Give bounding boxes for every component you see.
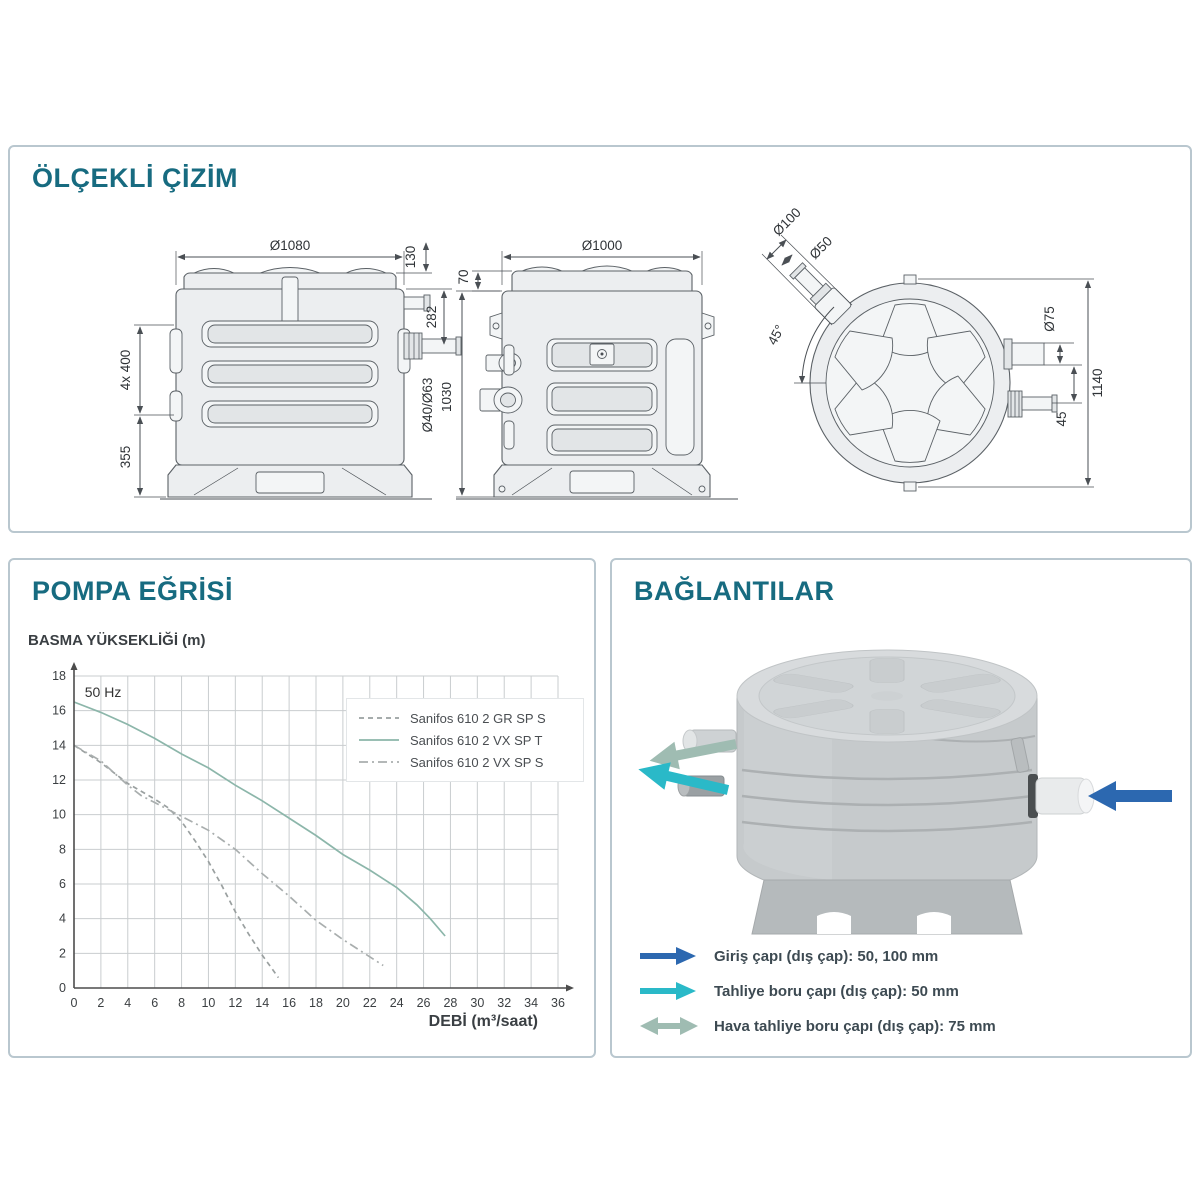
dim-1140: 1140 bbox=[1090, 368, 1105, 397]
dim-130: 130 bbox=[403, 246, 418, 269]
tank-front-view-drawing: Ø1000 70 1030 bbox=[442, 238, 738, 500]
svg-text:6: 6 bbox=[151, 996, 158, 1010]
legend-item: Sanifos 610 2 GR SP S bbox=[357, 707, 573, 729]
svg-text:32: 32 bbox=[497, 996, 511, 1010]
svg-text:36: 36 bbox=[551, 996, 565, 1010]
chart-legend: Sanifos 610 2 GR SP S Sanifos 610 2 VX S… bbox=[346, 698, 584, 782]
inlet-arrow-icon bbox=[640, 947, 696, 965]
svg-text:12: 12 bbox=[52, 773, 66, 787]
dim-355: 355 bbox=[118, 446, 133, 469]
svg-text:14: 14 bbox=[255, 996, 269, 1010]
svg-text:6: 6 bbox=[59, 877, 66, 891]
connections-panel: BAĞLANTILAR bbox=[610, 558, 1192, 1058]
svg-text:18: 18 bbox=[309, 996, 323, 1010]
dim-45-degrees: 45° bbox=[765, 322, 788, 347]
connection-item-air-vent: Hava tahliye boru çapı (dış çap): 75 mm bbox=[640, 1014, 996, 1038]
y-axis-title: BASMA YÜKSEKLİĞİ (m) bbox=[28, 632, 206, 649]
svg-text:18: 18 bbox=[52, 669, 66, 683]
air-vent-arrow-icon bbox=[640, 1017, 698, 1035]
discharge-arrow-icon bbox=[640, 982, 696, 1000]
connection-label: Tahliye boru çapı (dış çap): 50 mm bbox=[714, 982, 959, 1000]
svg-text:34: 34 bbox=[524, 996, 538, 1010]
svg-text:2: 2 bbox=[59, 946, 66, 960]
svg-text:8: 8 bbox=[178, 996, 185, 1010]
svg-text:10: 10 bbox=[52, 808, 66, 822]
legend-item: Sanifos 610 2 VX SP T bbox=[357, 729, 573, 751]
inlet-arrow bbox=[1088, 781, 1172, 811]
connection-label: Giriş çapı (dış çap): 50, 100 mm bbox=[714, 947, 939, 965]
svg-text:14: 14 bbox=[52, 738, 66, 752]
legend-item: Sanifos 610 2 VX SP S bbox=[357, 751, 573, 773]
svg-text:0: 0 bbox=[59, 981, 66, 995]
svg-text:50 Hz: 50 Hz bbox=[85, 684, 122, 700]
legend-line-sample bbox=[359, 739, 399, 741]
air-vent-arrow bbox=[649, 739, 737, 770]
svg-text:4: 4 bbox=[124, 996, 131, 1010]
connection-item-inlet: Giriş çapı (dış çap): 50, 100 mm bbox=[640, 944, 996, 968]
svg-text:26: 26 bbox=[417, 996, 431, 1010]
tank-top-view-drawing: Ø100 Ø50 45° Ø75 45 1140 bbox=[761, 205, 1105, 492]
svg-text:30: 30 bbox=[470, 996, 484, 1010]
svg-text:4: 4 bbox=[59, 912, 66, 926]
legend-line-sample bbox=[359, 717, 399, 719]
dim-diameter-100: Ø100 bbox=[770, 205, 804, 239]
legend-line-sample bbox=[359, 761, 399, 763]
connections-title: BAĞLANTILAR bbox=[634, 576, 835, 606]
svg-text:16: 16 bbox=[52, 704, 66, 718]
discharge-arrow bbox=[638, 762, 730, 795]
dim-1030: 1030 bbox=[442, 382, 454, 412]
dim-diameter-1080: Ø1080 bbox=[270, 238, 311, 253]
svg-text:8: 8 bbox=[59, 842, 66, 856]
dim-282: 282 bbox=[424, 306, 439, 329]
legend-label: Sanifos 610 2 GR SP S bbox=[410, 710, 546, 726]
svg-text:20: 20 bbox=[336, 996, 350, 1010]
svg-text:16: 16 bbox=[282, 996, 296, 1010]
svg-text:2: 2 bbox=[97, 996, 104, 1010]
dim-diameter-75: Ø75 bbox=[1042, 306, 1057, 332]
svg-text:0: 0 bbox=[71, 996, 78, 1010]
svg-text:28: 28 bbox=[443, 996, 457, 1010]
pump-curve-title: POMPA EĞRİSİ bbox=[32, 576, 234, 606]
svg-text:22: 22 bbox=[363, 996, 377, 1010]
tank-illustration bbox=[638, 649, 1172, 935]
svg-text:24: 24 bbox=[390, 996, 404, 1010]
connections-legend: Giriş çapı (dış çap): 50, 100 mm Tahliye… bbox=[640, 944, 996, 1049]
tank-side-view-drawing: Ø1080 130 282 Ø40/Ø63 4x 400 355 bbox=[118, 238, 462, 500]
dim-diameter-1000: Ø1000 bbox=[582, 238, 623, 253]
dim-45: 45 bbox=[1054, 411, 1069, 426]
legend-label: Sanifos 610 2 VX SP S bbox=[410, 754, 544, 770]
connection-label: Hava tahliye boru çapı (dış çap): 75 mm bbox=[714, 1017, 996, 1035]
dim-70: 70 bbox=[456, 269, 471, 284]
x-axis-title: DEBİ (m³/saat) bbox=[428, 1013, 538, 1030]
svg-text:10: 10 bbox=[201, 996, 215, 1010]
dim-diameter-50: Ø50 bbox=[806, 233, 835, 262]
scaled-drawing-panel: ÖLÇEKLİ ÇİZİM bbox=[8, 145, 1192, 533]
dim-4x400: 4x 400 bbox=[118, 350, 133, 391]
dim-diameter-40-63: Ø40/Ø63 bbox=[420, 378, 435, 433]
svg-text:12: 12 bbox=[228, 996, 242, 1010]
connection-item-discharge: Tahliye boru çapı (dış çap): 50 mm bbox=[640, 979, 996, 1003]
legend-label: Sanifos 610 2 VX SP T bbox=[410, 732, 543, 748]
scaled-drawing-title: ÖLÇEKLİ ÇİZİM bbox=[32, 163, 238, 193]
